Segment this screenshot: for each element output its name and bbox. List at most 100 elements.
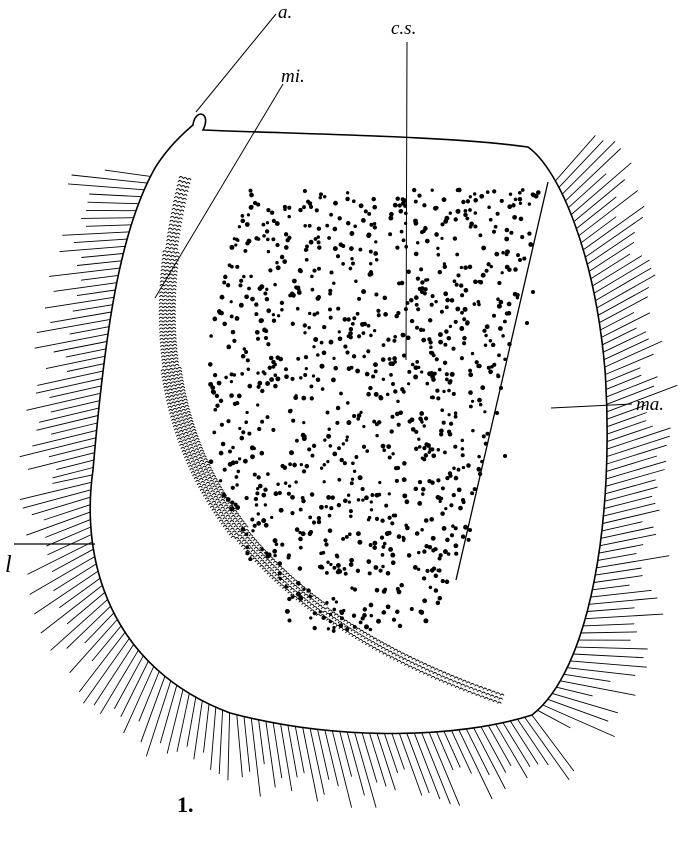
granule (445, 305, 449, 309)
granule (469, 405, 473, 409)
granule (223, 468, 227, 472)
granule (455, 307, 460, 312)
granule (427, 371, 432, 376)
granule (253, 524, 257, 528)
granule (487, 206, 491, 210)
granule (260, 318, 264, 322)
granule (228, 263, 232, 267)
granule (230, 314, 234, 318)
granule (429, 345, 433, 349)
cilium (228, 713, 230, 781)
granule (280, 543, 284, 547)
granule (323, 480, 326, 483)
granule (332, 597, 336, 601)
granule (352, 614, 356, 618)
granule (373, 541, 378, 546)
granule (369, 628, 373, 632)
granule (356, 312, 360, 316)
granule (414, 221, 419, 226)
granule (333, 201, 338, 206)
granule (453, 445, 457, 449)
granule (230, 380, 233, 383)
cilium (384, 734, 397, 773)
granule (303, 189, 307, 193)
cilium (576, 197, 616, 229)
cilium (600, 534, 656, 545)
granule (520, 235, 524, 239)
granule (478, 233, 482, 237)
cilium (591, 590, 652, 597)
granule (333, 366, 338, 371)
granule (369, 250, 373, 254)
granule (260, 389, 264, 393)
granule (368, 386, 372, 390)
granule (391, 382, 395, 386)
granule (491, 343, 495, 347)
granule (466, 199, 470, 203)
granule (302, 469, 306, 473)
granule (319, 505, 324, 510)
granule (451, 347, 455, 351)
granule (452, 392, 456, 396)
granule (241, 214, 245, 218)
granule (401, 201, 406, 206)
granule (329, 506, 333, 510)
cilium (310, 728, 324, 794)
granule (346, 401, 350, 405)
granule (325, 571, 329, 575)
cilium (600, 313, 634, 331)
cilium (94, 644, 134, 705)
granule (215, 404, 219, 408)
granule (328, 289, 332, 293)
granule (305, 244, 309, 248)
granule (278, 491, 282, 495)
granule (309, 240, 314, 245)
granule (454, 552, 458, 556)
granule (498, 326, 503, 331)
granule (260, 451, 265, 456)
granule (495, 411, 499, 415)
granule (354, 280, 358, 284)
granule (297, 290, 302, 295)
granule (219, 311, 224, 316)
granule (254, 312, 258, 316)
granule (478, 280, 482, 284)
granule (231, 486, 235, 490)
granule (351, 322, 355, 326)
granule (450, 533, 454, 537)
granule (245, 222, 250, 227)
granule (404, 524, 408, 528)
granule (383, 296, 388, 301)
granule (444, 329, 448, 333)
cilium (27, 542, 92, 575)
granule (240, 372, 244, 376)
cilium (81, 218, 133, 219)
granule (373, 329, 376, 332)
granule (435, 206, 439, 210)
granule (219, 399, 223, 403)
granule (348, 500, 351, 503)
granule (422, 598, 427, 603)
granule (430, 396, 433, 399)
granule (271, 237, 275, 241)
cilium (167, 690, 183, 754)
granule (410, 417, 415, 422)
granule (374, 565, 379, 570)
granule (311, 288, 315, 292)
granule (362, 425, 365, 428)
granule (378, 481, 381, 484)
granule (303, 373, 307, 377)
cilium (46, 527, 90, 546)
cilium (34, 571, 98, 614)
cilium (538, 710, 571, 728)
granule (402, 537, 406, 541)
granule (305, 464, 310, 469)
granule (505, 253, 509, 257)
granule (209, 459, 214, 464)
granule (388, 455, 392, 459)
granule (247, 367, 250, 370)
granule (280, 308, 284, 312)
cilium (36, 379, 102, 394)
granule (328, 307, 332, 311)
granule (434, 588, 438, 592)
